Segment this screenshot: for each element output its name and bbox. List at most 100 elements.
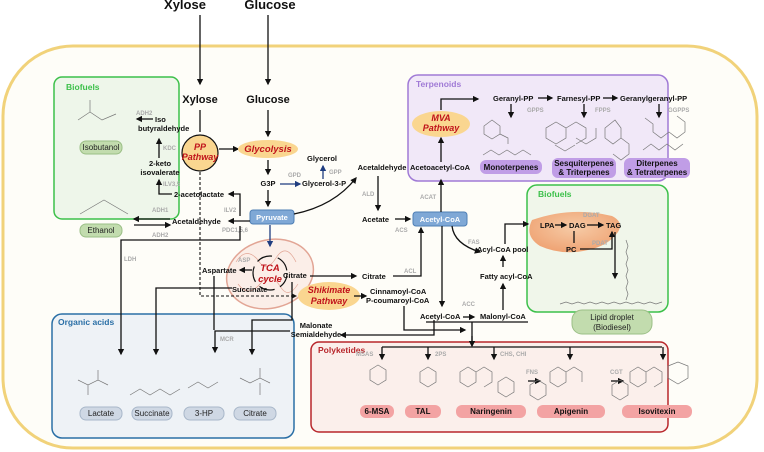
product-isobutanol [79,140,123,155]
biofuels-left-title: Biofuels [66,82,100,92]
acetyl-coa-node [412,211,468,227]
organic-acids-title: Organic acids [58,317,114,327]
svg-text:Acetaldehyde: Acetaldehyde [172,217,221,226]
svg-text:PP: PP [194,142,207,152]
svg-text:Pathway: Pathway [311,296,349,306]
source-glucose: Glucose [244,0,295,12]
svg-text:ALD: ALD [362,192,375,198]
svg-text:Monoterpenes: Monoterpenes [484,163,539,172]
svg-text:3-HP: 3-HP [195,409,213,418]
svg-text:PDC1,5,6: PDC1,5,6 [222,228,249,234]
svg-text:GGPPS: GGPPS [668,108,689,114]
svg-text:Acetoacetyl-CoA: Acetoacetyl-CoA [410,163,471,172]
svg-text:ILV3,5: ILV3,5 [163,182,181,188]
svg-text:TAL: TAL [416,407,431,416]
svg-text:Isobutanol: Isobutanol [83,143,120,152]
svg-text:butyraldehyde: butyraldehyde [138,124,189,133]
svg-text:Acetate: Acetate [362,215,389,224]
svg-text:Iso: Iso [155,115,166,124]
svg-text:Fatty acyl-CoA: Fatty acyl-CoA [480,272,533,281]
tca-cycle: TCA [260,263,280,274]
svg-text:GPD: GPD [288,173,302,179]
svg-text:Citrate: Citrate [243,409,267,418]
svg-text:2-acetolactate: 2-acetolactate [174,190,224,199]
product-naringenin [456,405,526,418]
source-xylose: Xylose [164,0,206,12]
svg-text:ADH2: ADH2 [152,233,169,239]
product-diterpenes [624,158,690,178]
product-lipid-droplet [571,309,653,335]
svg-text:MVA: MVA [431,113,450,123]
svg-text:FPPS: FPPS [595,108,611,114]
svg-text:Glycerol-3-P: Glycerol-3-P [302,179,346,188]
svg-text:Geranylgeranyl-PP: Geranylgeranyl-PP [620,94,687,103]
product-6msa [360,405,394,418]
glucose-label: Glucose [246,94,289,106]
svg-text:PDAT: PDAT [592,241,608,247]
product-lactate [79,406,123,421]
xylose-label: Xylose [182,94,217,106]
svg-text:PC: PC [566,245,577,254]
svg-text:Glycolysis: Glycolysis [244,144,292,155]
product-citrate [233,406,277,421]
svg-text:Aspartate: Aspartate [202,266,237,275]
product-isovitexin [622,405,692,418]
svg-text:Glycerol: Glycerol [307,154,337,163]
svg-text:LPA: LPA [540,221,555,230]
svg-text:ASP: ASP [238,258,250,264]
svg-text:cycle: cycle [258,274,282,285]
product-apigenin [537,405,605,418]
svg-text:Apigenin: Apigenin [554,407,588,416]
svg-text:(Biodiesel): (Biodiesel) [593,323,631,332]
svg-text:isovalerate: isovalerate [140,168,179,177]
svg-text:MSAS: MSAS [356,352,373,358]
svg-text:Citrate: Citrate [362,272,386,281]
svg-text:TAG: TAG [606,221,621,230]
svg-text:Pathway: Pathway [423,123,461,133]
svg-text:Farnesyl-PP: Farnesyl-PP [557,94,600,103]
svg-text:Shikimate: Shikimate [308,285,351,295]
svg-text:FNS: FNS [526,370,538,376]
svg-text:ACS: ACS [395,228,408,234]
svg-text:Acetaldehyde: Acetaldehyde [358,163,407,172]
svg-text:2PS: 2PS [435,352,446,358]
svg-text:Lipid droplet: Lipid droplet [590,313,634,322]
svg-text:Acetyl-CoA: Acetyl-CoA [420,312,461,321]
svg-text:ACC: ACC [462,302,476,308]
svg-text:Isovitexin: Isovitexin [639,407,676,416]
svg-text:Geranyl-PP: Geranyl-PP [493,94,533,103]
svg-text:Ethanol: Ethanol [87,226,114,235]
glycolysis-node [238,140,298,158]
svg-text:Succinate: Succinate [134,409,170,418]
svg-text:Malonyl-CoA: Malonyl-CoA [480,312,526,321]
svg-text:GPP: GPP [329,170,342,176]
svg-text:P-coumaroyl-CoA: P-coumaroyl-CoA [366,296,430,305]
svg-text:MCR: MCR [220,337,234,343]
svg-text:ADH2: ADH2 [136,111,153,117]
svg-text:2-keto: 2-keto [149,159,172,168]
svg-text:Pathway: Pathway [182,152,220,162]
terpenoids-title: Terpenoids [416,79,461,89]
svg-text:Semialdehyde: Semialdehyde [291,330,341,339]
svg-text:CGT: CGT [610,370,623,376]
polyketides-title: Polyketides [318,345,366,355]
svg-text:GPPS: GPPS [527,108,544,114]
svg-text:Lactate: Lactate [88,409,115,418]
svg-text:CHS, CHI: CHS, CHI [500,352,527,358]
svg-text:DAG: DAG [569,221,586,230]
svg-text:Sesquiterpenes: Sesquiterpenes [554,159,614,168]
product-ethanol [79,223,123,238]
svg-text:Cinnamoyl-CoA: Cinnamoyl-CoA [370,287,427,296]
svg-text:LDH: LDH [124,257,136,263]
svg-text:FAS: FAS [468,240,480,246]
pp-pathway-node [181,134,219,172]
endoplasmic-reticulum [529,211,620,253]
svg-text:G3P: G3P [260,179,275,188]
svg-text:& Tetraterpenes: & Tetraterpenes [627,168,688,177]
product-monoterpenes [480,160,542,174]
svg-text:Acyl-CoA pool: Acyl-CoA pool [477,245,528,254]
svg-text:& Triterpenes: & Triterpenes [558,168,610,177]
svg-text:ACAT: ACAT [420,195,437,201]
biofuels-right-title: Biofuels [538,189,572,199]
